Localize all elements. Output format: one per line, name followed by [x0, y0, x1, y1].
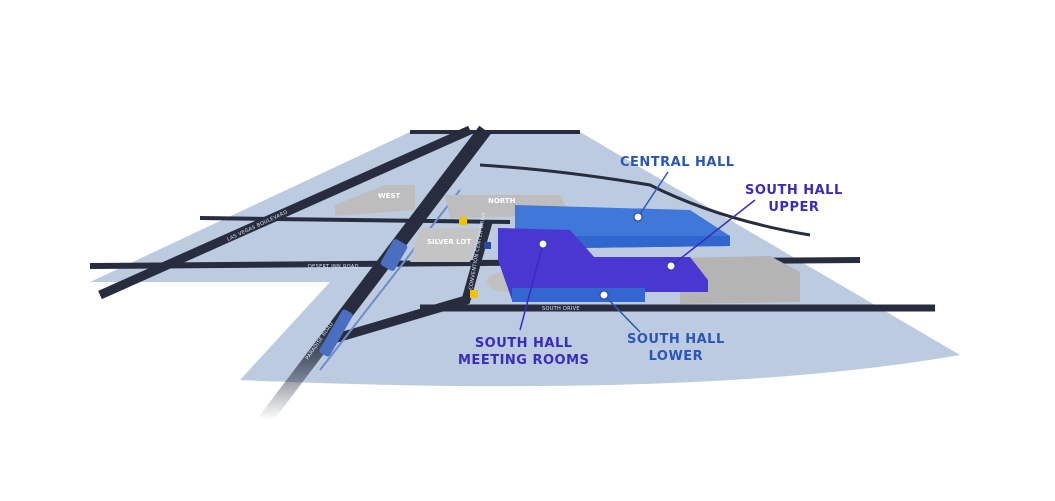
east-gray-building	[680, 256, 800, 304]
south-hall-upper-marker[interactable]	[666, 261, 676, 271]
central-hall-marker[interactable]	[633, 212, 643, 222]
callout-line: UPPER	[768, 200, 820, 215]
south-hall-meeting-marker[interactable]	[538, 239, 548, 249]
south-hall-upper-leader	[670, 199, 756, 267]
silver-lot	[410, 228, 480, 262]
callout-line: LOWER	[648, 349, 704, 364]
taxi-icon	[470, 290, 478, 298]
callout-south-hall-lower[interactable]: SOUTH HALL LOWER	[627, 331, 725, 365]
monorail-track	[319, 189, 461, 371]
callout-central-hall[interactable]: CENTRAL HALL	[620, 155, 735, 170]
south-hall-meeting-rooms-building	[498, 228, 595, 300]
street-label-south-drive: SOUTH DRIVE	[542, 306, 580, 312]
taxi-icon	[459, 217, 467, 225]
monorail-car	[380, 239, 408, 271]
east-curve-road	[479, 163, 811, 237]
south-hall-lower-marker[interactable]	[599, 290, 609, 300]
building-label-west: WEST	[378, 192, 401, 200]
building-label-north: NORTH	[488, 197, 516, 205]
south-hall-upper-building	[590, 257, 708, 292]
callout-line: SOUTH HALL	[745, 183, 843, 198]
monorail-car	[319, 309, 353, 357]
upper-cross-road	[199, 216, 511, 224]
south-hall-lower-building	[512, 288, 645, 302]
west-building	[335, 185, 415, 216]
callout-line: SOUTH HALL	[627, 332, 725, 347]
callout-line: MEETING ROOMS	[458, 353, 590, 368]
callout-line: SOUTH HALL	[474, 336, 573, 351]
south-hall-lower-leader	[603, 294, 641, 333]
callout-south-hall-upper[interactable]: SOUTH HALL UPPER	[745, 182, 843, 216]
street-label-desert-inn: DESERT INN ROAD	[308, 264, 359, 270]
callout-south-hall-meeting-rooms[interactable]: SOUTH HALL MEETING ROOMS	[458, 335, 589, 369]
south-hall-meeting-leader	[519, 243, 544, 331]
building-label-silver-lot: SILVER LOT	[427, 238, 471, 246]
convention-center-drive	[328, 220, 493, 345]
paradise-road	[259, 125, 491, 425]
bus-icon	[484, 242, 491, 249]
central-hall-leader	[637, 171, 669, 218]
